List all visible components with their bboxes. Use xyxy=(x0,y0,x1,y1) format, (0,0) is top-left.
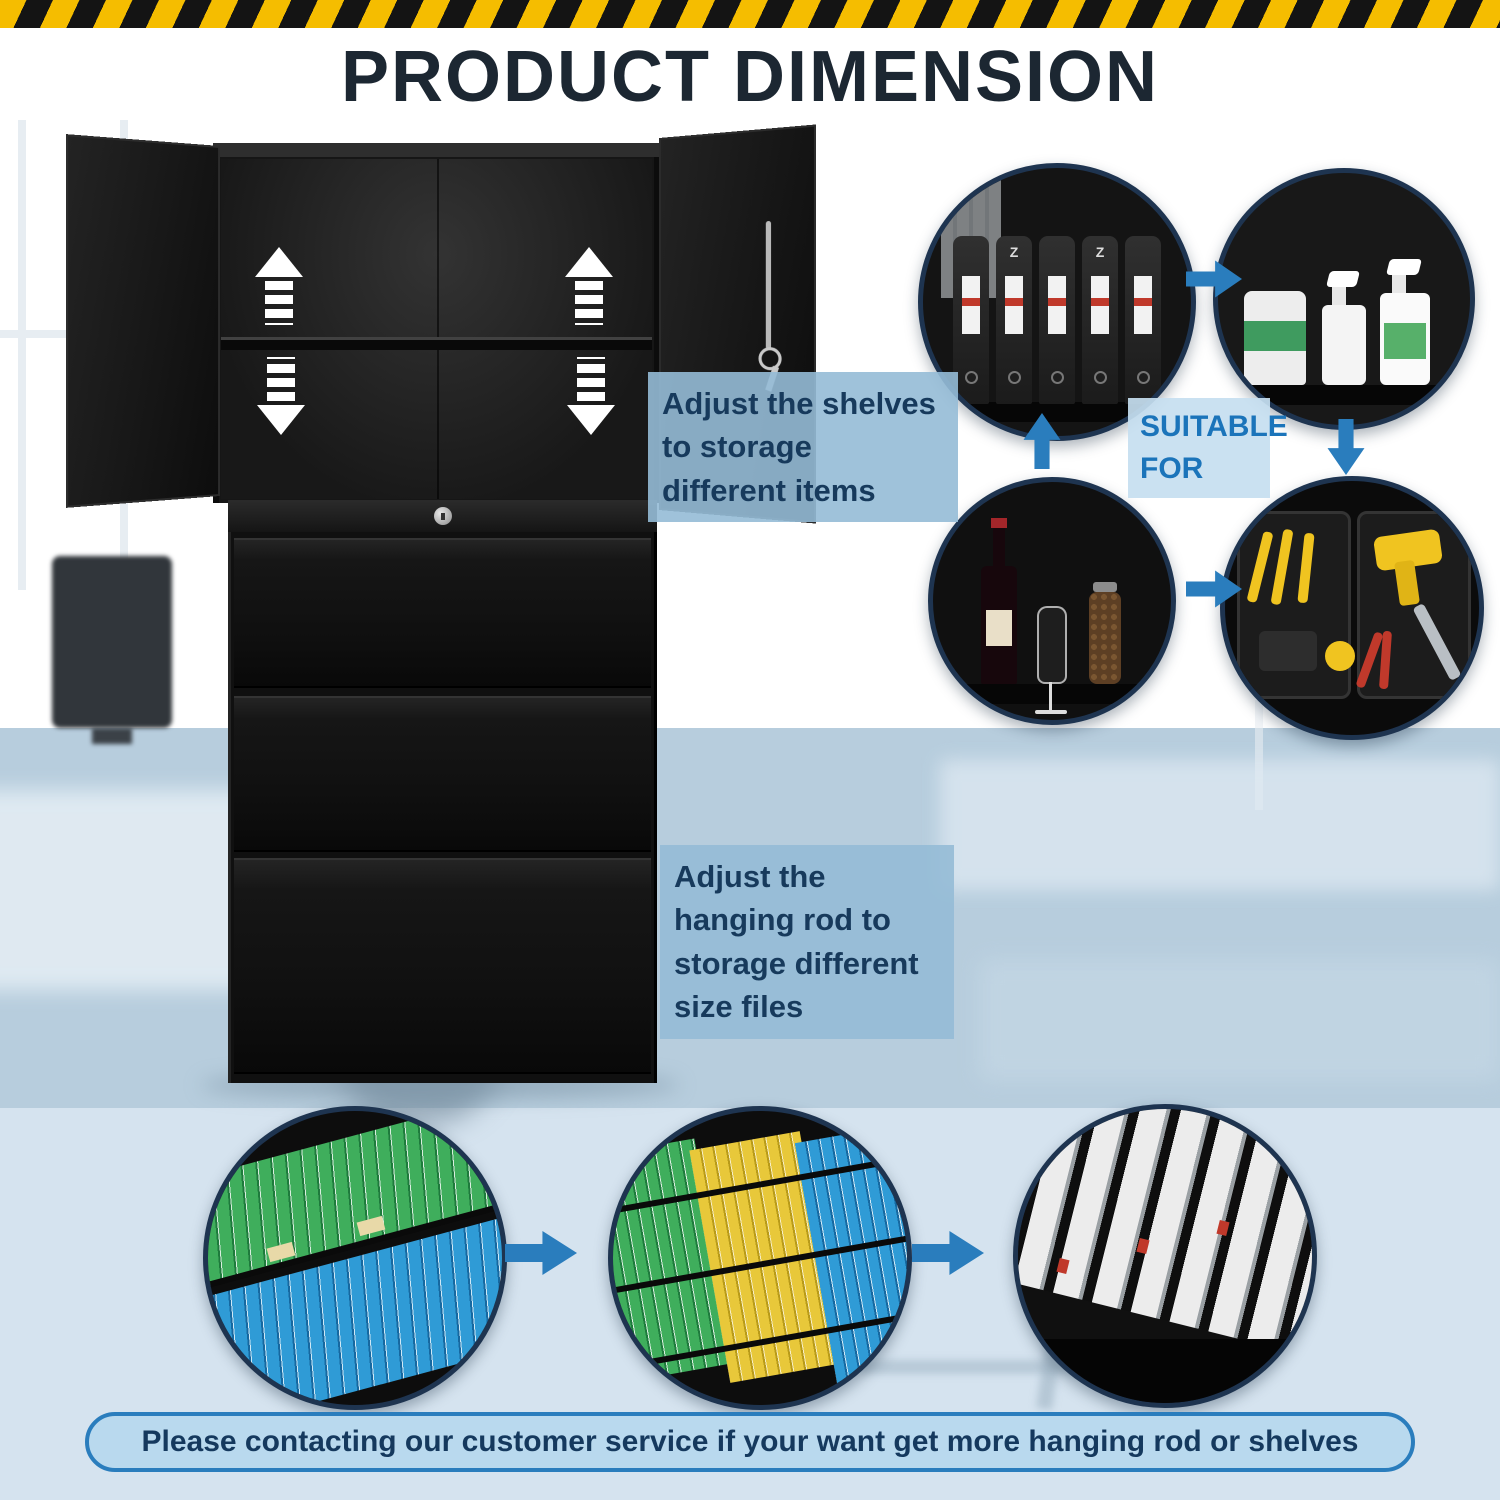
inset-binders: Z Z xyxy=(918,163,1196,441)
hex-keys xyxy=(1259,631,1317,671)
arrow-shaft xyxy=(575,281,603,325)
canister-label xyxy=(1244,321,1306,351)
bottle-neck xyxy=(993,528,1005,566)
binder-hole xyxy=(965,371,978,384)
binder-label xyxy=(1005,276,1023,334)
shelf-edge xyxy=(1218,385,1470,405)
callout-shelves: Adjust the shelves to storage different … xyxy=(648,372,958,523)
binder-hole xyxy=(1137,371,1150,384)
flute-stem xyxy=(1049,682,1052,710)
drawer-3 xyxy=(234,858,651,1074)
flute-base xyxy=(1035,710,1067,714)
page-title: PRODUCT DIMENSION xyxy=(340,37,1160,117)
arrow-shaft xyxy=(267,357,295,401)
partition-blob xyxy=(940,760,1500,890)
arrow-head xyxy=(567,405,615,435)
binder-spines xyxy=(1018,1109,1312,1368)
champagne-flute xyxy=(1037,606,1067,684)
tape-measure xyxy=(1325,641,1355,671)
spray-bottle xyxy=(1380,259,1430,385)
binder-logo: Z xyxy=(1009,244,1019,260)
canister xyxy=(1244,291,1306,385)
cabinet-lock-icon xyxy=(433,507,452,525)
binder xyxy=(953,236,989,404)
binder-label xyxy=(1091,276,1109,334)
table-blob xyxy=(980,960,1500,1080)
wine-bottle xyxy=(981,518,1017,684)
shelf-edge xyxy=(923,402,1191,422)
binder-label xyxy=(1048,276,1066,334)
arrow-head xyxy=(257,405,305,435)
footer-note-banner: Please contacting our customer service i… xyxy=(85,1412,1415,1472)
shelf-down-arrow-icon xyxy=(567,357,615,435)
cabinet-interior xyxy=(221,159,652,499)
binder-hole xyxy=(1008,371,1021,384)
inset-hanging-files-2 xyxy=(608,1106,912,1410)
arrow-head xyxy=(565,247,613,277)
inset-toolkit xyxy=(1220,476,1484,740)
monitor-silhouette xyxy=(52,556,172,728)
spray-bottle xyxy=(1322,271,1366,385)
hazard-stripe-banner xyxy=(0,0,1500,28)
spray-neck xyxy=(1392,273,1406,293)
shelf-down-arrow-icon xyxy=(257,357,305,435)
callout-hanging-rod: Adjust the hanging rod to storage differ… xyxy=(660,845,954,1039)
spray-neck xyxy=(1332,285,1346,305)
jar-cap xyxy=(1093,582,1117,592)
inset-hanging-files-1 xyxy=(203,1106,507,1410)
binder-hole xyxy=(1051,371,1064,384)
suitable-for-label: SUITABLE FOR xyxy=(1128,398,1288,498)
seed-jar xyxy=(1089,582,1121,684)
arrow-shaft xyxy=(265,281,293,325)
inset-cleaning-supplies xyxy=(1213,168,1475,430)
adjustable-shelf xyxy=(221,337,652,350)
binder: Z xyxy=(1082,236,1118,404)
spray-trigger xyxy=(1326,271,1360,287)
window-mullion xyxy=(18,120,26,590)
bottle-label xyxy=(986,610,1012,646)
file-cabinet-lower-body xyxy=(228,500,657,1083)
drawer-1 xyxy=(234,538,651,688)
binder-label xyxy=(962,276,980,334)
shelf-edge xyxy=(933,684,1171,704)
cabinet-top-rail xyxy=(228,500,657,532)
monitor-stand xyxy=(92,728,132,744)
arrow-head xyxy=(255,247,303,277)
window-mullion xyxy=(1255,700,1263,810)
shelf-up-arrow-icon xyxy=(255,247,303,325)
drawer-2 xyxy=(234,696,651,852)
arrow-shaft xyxy=(577,357,605,401)
inset-wine xyxy=(928,477,1176,725)
binder-logo: Z xyxy=(1095,244,1105,260)
bottle-cap xyxy=(991,518,1007,528)
shelf-edge xyxy=(1018,1339,1312,1403)
spray-label xyxy=(1384,323,1426,359)
door-lock-rod xyxy=(765,220,772,350)
inset-binders-row xyxy=(1013,1104,1317,1408)
spray-trigger xyxy=(1386,259,1422,275)
binder xyxy=(1039,236,1075,404)
cabinet-upper-body xyxy=(213,143,660,503)
cabinet-left-door xyxy=(66,134,220,508)
shelf-up-arrow-icon xyxy=(565,247,613,325)
binder xyxy=(1125,236,1161,404)
cabinet-back-seam xyxy=(436,159,439,499)
binder-label xyxy=(1134,276,1152,334)
binder-hole xyxy=(1094,371,1107,384)
binder-row: Z Z xyxy=(953,236,1161,404)
binder: Z xyxy=(996,236,1032,404)
